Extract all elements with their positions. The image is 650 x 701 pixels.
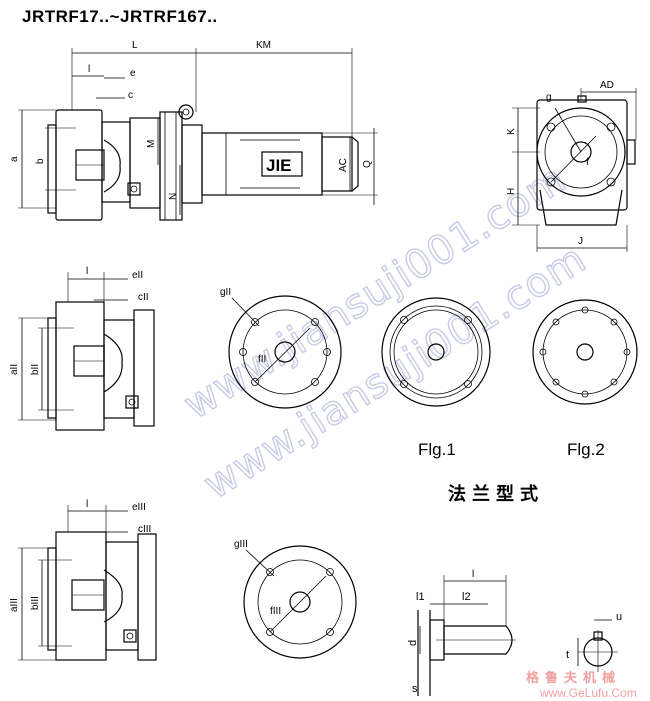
dim-a: a xyxy=(9,156,20,162)
dim-t: t xyxy=(566,649,569,661)
dim-l2: l2 xyxy=(462,591,471,603)
dim-s: s xyxy=(412,683,418,695)
dim-u: u xyxy=(616,611,622,623)
dim-g: g xyxy=(546,92,552,103)
dim-e: e xyxy=(130,68,136,79)
brand-url: www.GeLufu.Com xyxy=(539,686,637,700)
dim-AC: AC xyxy=(338,158,349,172)
dim-a-iii: aIII xyxy=(9,598,20,612)
dim-f-ii: fII xyxy=(258,354,266,365)
flange-iii-side-view: l eIII cIII aIII bIII xyxy=(9,499,157,661)
page-title: JRTRF17..~JRTRF167.. xyxy=(22,7,218,26)
dim-e-ii: eII xyxy=(132,270,143,281)
figure-1: Flg.1 xyxy=(381,297,491,459)
dim-K: K xyxy=(506,128,517,135)
dim-KM: KM xyxy=(256,40,271,51)
dim-l-shaft: l xyxy=(472,569,474,580)
dim-Q: Q xyxy=(362,160,373,168)
dim-c-iii: cIII xyxy=(138,524,151,535)
dim-l: l xyxy=(88,64,90,75)
shaft-detail: l l1 l2 d s u t xyxy=(407,569,622,696)
dim-J: J xyxy=(578,236,583,247)
figure-2-label: Flg.2 xyxy=(567,440,605,459)
dim-AD: AD xyxy=(600,80,614,91)
dim-c: c xyxy=(128,90,133,101)
dim-f-end: f xyxy=(586,157,589,168)
dim-b: b xyxy=(35,158,46,164)
dim-M: M xyxy=(146,140,157,148)
dim-N: N xyxy=(168,193,179,200)
figure-2: Flg.2 xyxy=(532,299,638,459)
dim-b-iii: bIII xyxy=(30,596,41,610)
flange-ii-front-view: gII fII xyxy=(220,287,342,409)
figure-1-label: Flg.1 xyxy=(418,440,456,459)
dim-L: L xyxy=(132,40,138,51)
brand-watermark: 格鲁夫机械 www.GeLufu.Com xyxy=(526,670,637,700)
flange-type-caption: 法兰型式 xyxy=(448,483,544,504)
end-view: AD g f K H J xyxy=(506,80,637,252)
dim-g-iii: gIII xyxy=(234,539,248,550)
dim-c-ii: cII xyxy=(138,292,149,303)
dim-l1: l1 xyxy=(416,591,425,603)
flange-iii-front-view: gIII fIII xyxy=(234,539,357,659)
dim-g-ii: gII xyxy=(220,287,231,298)
dim-l-ii: l xyxy=(86,266,88,277)
dim-a-ii: aII xyxy=(9,364,20,375)
brand-chinese-name: 格鲁夫机械 xyxy=(526,670,621,685)
dim-b-ii: bII xyxy=(30,364,41,375)
dim-f-iii: fIII xyxy=(270,606,281,617)
flange-ii-side-view: l eII cII aII bII xyxy=(9,266,155,431)
dim-l-iii: l xyxy=(86,499,88,510)
motor-side-view: JIE L KM l e c a b M N A xyxy=(9,40,378,221)
dim-e-iii: eIII xyxy=(132,502,146,513)
dim-H: H xyxy=(506,188,517,195)
motor-logo: JIE xyxy=(266,156,292,175)
dim-d: d xyxy=(407,640,419,646)
